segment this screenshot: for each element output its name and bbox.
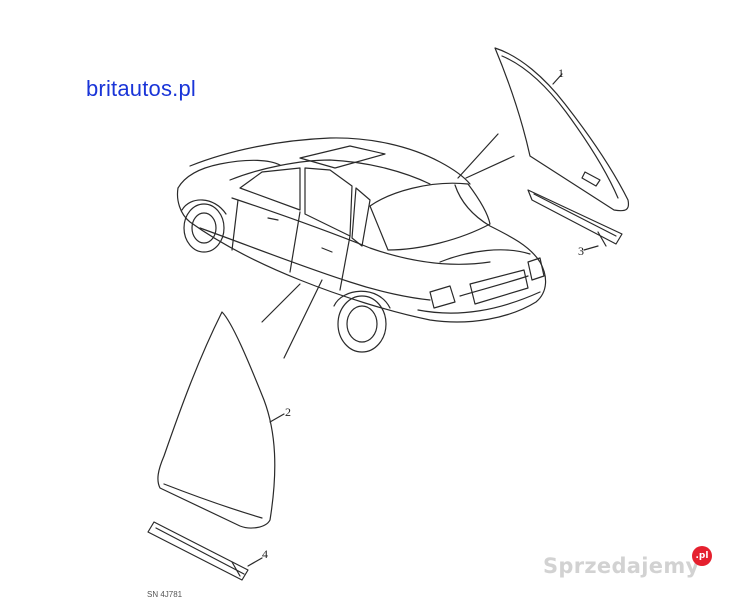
reference-code: SN 4J781 (147, 590, 183, 599)
watermark-text: Sprzedajemy (543, 554, 700, 578)
leader-line-2 (269, 413, 285, 423)
part-1-quarter-glass (494, 47, 630, 212)
part-4-seal-strip (147, 521, 249, 581)
leader-line-1 (552, 73, 563, 85)
part-3-seal-strip (527, 189, 623, 247)
callout-part-1: 1 (558, 66, 564, 80)
watermark-badge-icon: .pl (692, 546, 712, 566)
callout-part-3: 3 (578, 244, 584, 258)
leader-line-4 (247, 557, 263, 567)
brand-text: britautos.pl (86, 76, 197, 101)
pointer-lines-1 (457, 133, 515, 179)
callout-part-2: 2 (285, 405, 291, 419)
leader-line-3 (583, 245, 599, 251)
callout-part-4: 4 (262, 547, 268, 561)
pointer-lines-2 (261, 279, 323, 359)
part-2-quarter-glass (157, 311, 276, 529)
car-illustration (176, 137, 547, 353)
